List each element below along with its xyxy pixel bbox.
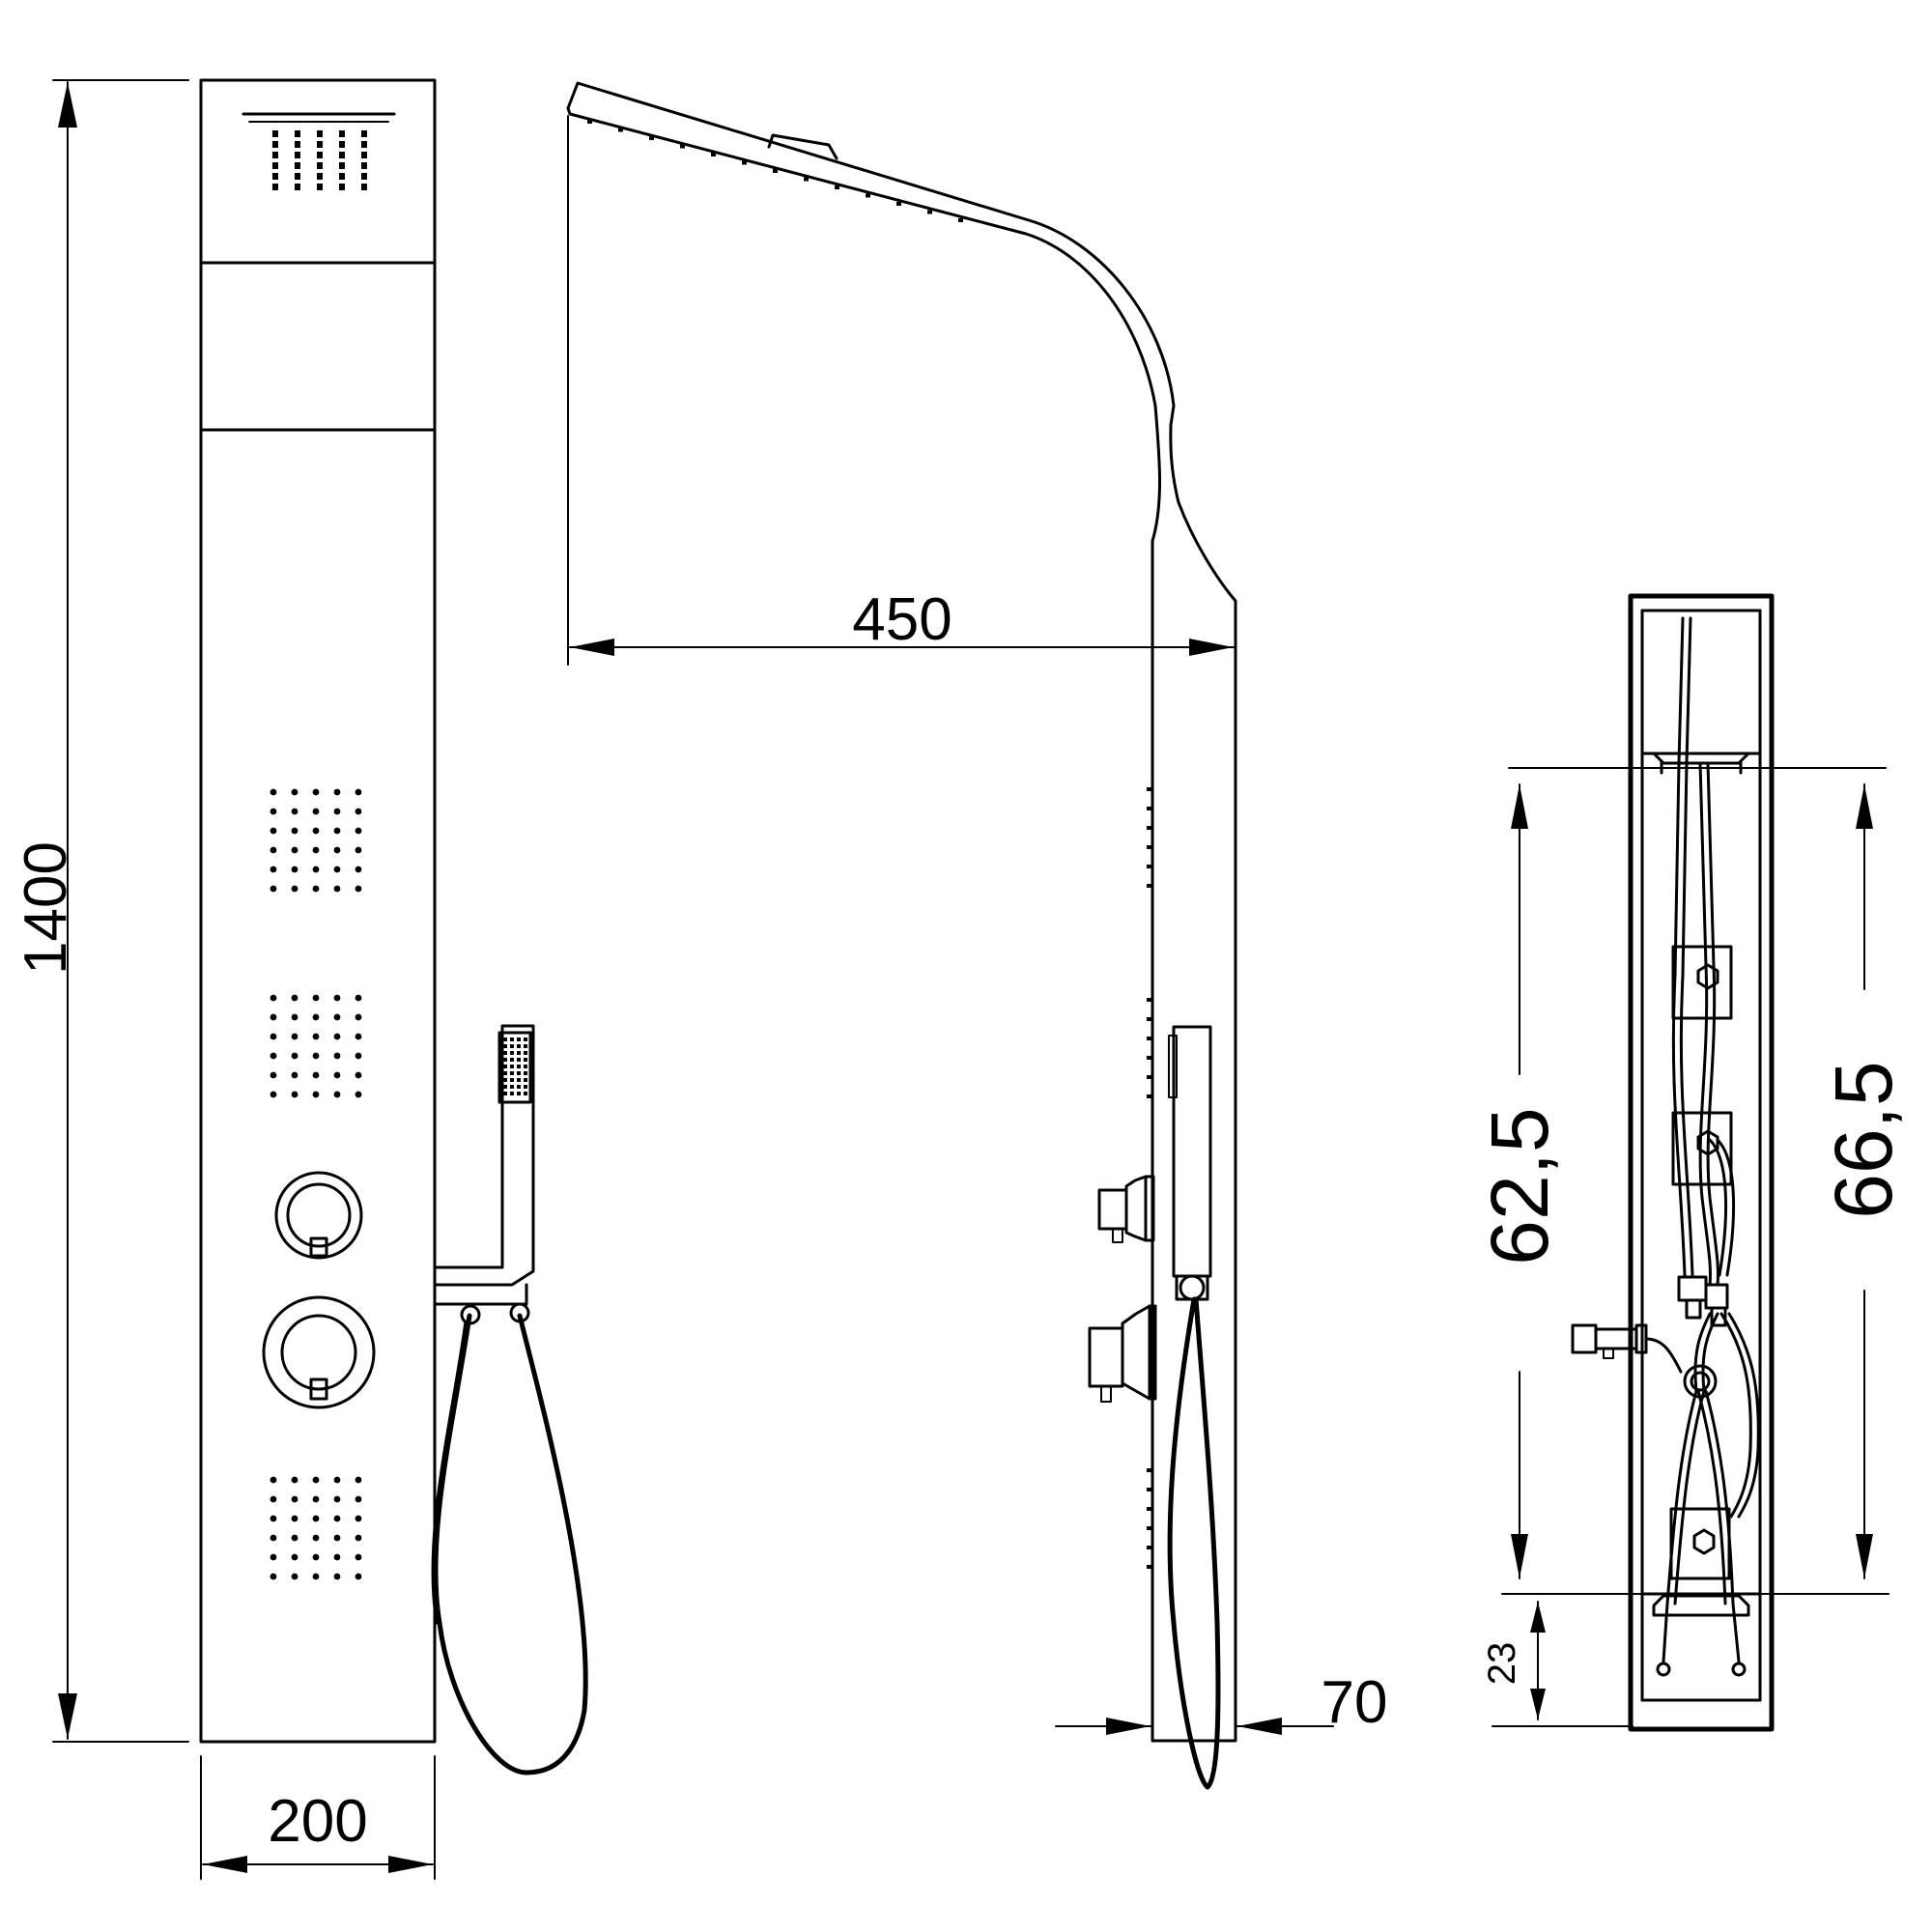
bottom-offset-dimension [1530,1601,1546,1720]
rear-valve [1571,1323,1683,1374]
projection-dimension [567,115,1236,666]
side-thermostat-knob [1088,1304,1157,1403]
internal-pipes [1656,616,1760,1677]
outlet-block-1 [1671,945,1733,1020]
height-dimension [52,79,189,1743]
rain-spout [242,112,396,190]
rear-frame [1628,593,1775,1732]
rain-head-knob [767,133,838,160]
side-diverter-knob [1097,1175,1155,1243]
rear-top-reference-line [1492,767,1889,1727]
outlet-spacing-left-dimension [1511,783,1528,1579]
rear-view [1571,593,1775,1732]
width-dimension-label: 200 [268,1788,367,1855]
depth-dimension-label: 70 [1321,1669,1388,1736]
side-hand-shower [1168,1025,1212,1301]
side-view [566,81,1237,1790]
thermostat-knob [262,1295,376,1409]
body-jet-group-3 [270,1476,362,1580]
diverter-knob [274,1171,363,1260]
bottom-offset-label: 23 [1481,1642,1523,1686]
outlet-spacing-left-label: 62,5 [1474,1107,1565,1265]
height-dimension-label: 1400 [13,841,79,975]
side-hose [1167,1296,1221,1790]
rain-head-top [566,81,1176,427]
front-panel-outline [199,78,437,1744]
side-column [1151,404,1237,1743]
body-jet-group-1 [270,788,362,893]
depth-dimension [1055,1718,1334,1735]
outlet-spacing-right-dimension [1856,783,1873,1579]
rain-head-bottom [566,106,1157,408]
body-jet-group-2 [270,994,362,1098]
width-dimension [200,1755,436,1880]
outlet-spacing-right-label: 66,5 [1818,1061,1909,1219]
front-view [199,78,588,1776]
shower-hose [431,1302,588,1776]
hand-shower [433,1024,535,1306]
projection-dimension-label: 450 [852,586,952,653]
bottom-bracket [1652,1594,1750,1617]
